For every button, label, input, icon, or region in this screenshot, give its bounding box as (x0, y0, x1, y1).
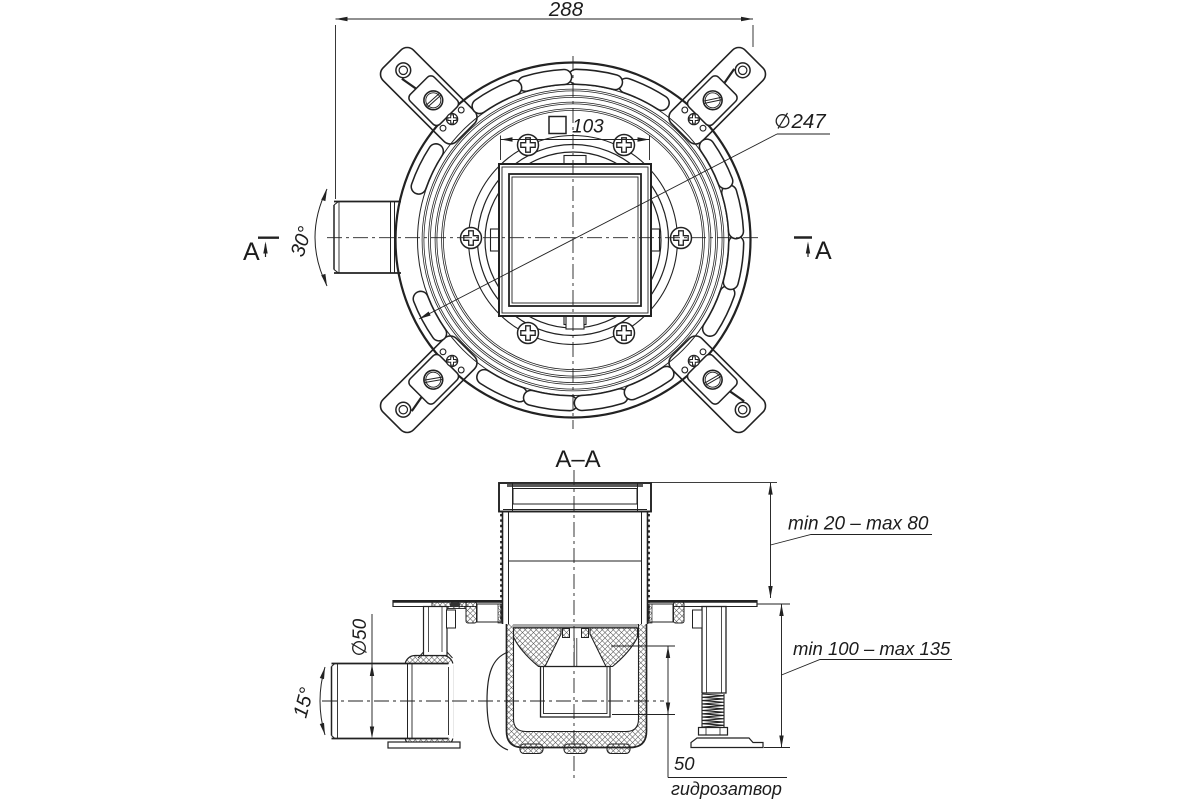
svg-text:103: 103 (572, 117, 604, 138)
svg-text:288: 288 (548, 0, 584, 21)
svg-text:min 20 – max 80: min 20 – max 80 (788, 514, 929, 535)
svg-text:50: 50 (674, 753, 695, 774)
svg-text:A: A (815, 237, 832, 265)
svg-text:247: 247 (791, 110, 828, 133)
svg-text:A: A (243, 238, 260, 266)
svg-text:50: 50 (350, 618, 371, 640)
svg-text:гидрозатвор: гидрозатвор (671, 779, 782, 799)
svg-text:A–A: A–A (555, 446, 600, 473)
svg-text:min 100 – max 135: min 100 – max 135 (793, 638, 951, 659)
